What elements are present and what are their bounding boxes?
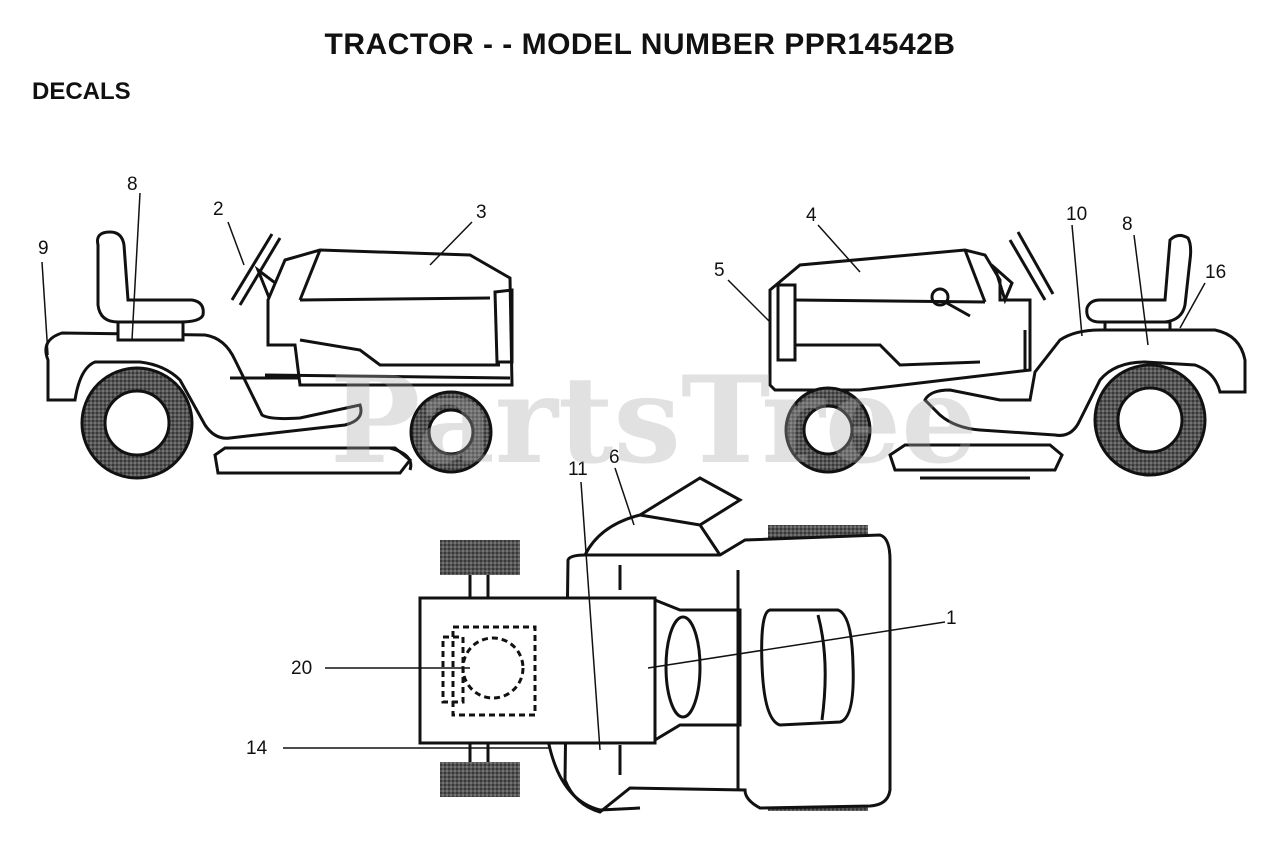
- tractor-top-view: [418, 476, 892, 814]
- right-front-wheel: [784, 386, 872, 474]
- callout-3: 3: [476, 202, 487, 223]
- callout-10: 10: [1066, 204, 1087, 225]
- right-rear-wheel: [1093, 363, 1207, 477]
- callout-20: 20: [291, 658, 312, 679]
- section-label: DECALS: [32, 78, 131, 105]
- callout-1: 1: [946, 608, 957, 629]
- left-front-wheel: [409, 390, 493, 474]
- callout-11: 11: [568, 459, 588, 480]
- left-rear-wheel: [80, 366, 194, 480]
- leader-lines: [41, 192, 1206, 751]
- diagram-title: TRACTOR - - MODEL NUMBER PPR14542B: [324, 28, 956, 61]
- tractor-right-side-view: [768, 231, 1247, 480]
- callout-4: 4: [806, 205, 817, 226]
- tractor-left-side-view: [44, 230, 514, 475]
- callout-6: 6: [609, 447, 620, 468]
- callout-14: 14: [246, 738, 268, 759]
- callout-16: 16: [1205, 262, 1226, 283]
- callout-5: 5: [714, 260, 725, 281]
- callout-8-left: 8: [127, 174, 138, 195]
- callout-8-right: 8: [1122, 214, 1133, 235]
- callout-2: 2: [213, 199, 224, 220]
- callout-9: 9: [38, 238, 49, 259]
